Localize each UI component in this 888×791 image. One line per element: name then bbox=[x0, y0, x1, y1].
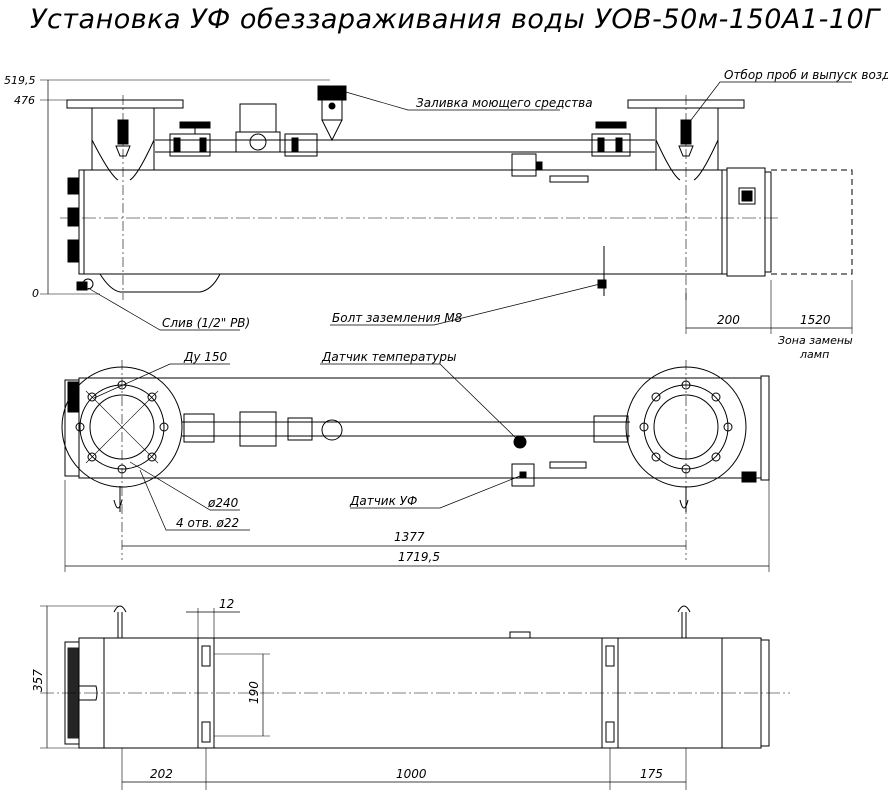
sample-valve-right-icon bbox=[678, 119, 694, 157]
annotations: 519,5 476 0 200 1520 Зона замены ламп За… bbox=[4, 68, 888, 781]
left-inlet-flange bbox=[66, 99, 184, 109]
label-uv-sensor: Датчик УФ bbox=[349, 494, 417, 508]
label-drain: Слив (1/2" РВ) bbox=[162, 316, 250, 330]
dim-190: 190 bbox=[247, 681, 261, 704]
front-view bbox=[40, 79, 853, 334]
label-flush-fill: Заливка моющего средства bbox=[416, 96, 593, 110]
pump-icon bbox=[235, 103, 281, 153]
pump-top-icon bbox=[239, 411, 277, 447]
dim-519-5: 519,5 bbox=[4, 74, 36, 87]
dim-d240: ø240 bbox=[207, 496, 239, 510]
electrical-box-icon bbox=[738, 187, 756, 205]
reactor-body-top bbox=[78, 377, 762, 479]
label-lamp-zone-1: Зона замены bbox=[778, 334, 853, 347]
reactor-body bbox=[78, 169, 728, 275]
valve-top-right-icon bbox=[593, 415, 629, 443]
top-view bbox=[61, 360, 770, 572]
connector-icons bbox=[67, 177, 80, 263]
label-holes: 4 отв. ø22 bbox=[176, 516, 239, 530]
uv-sensor-box bbox=[511, 463, 535, 487]
dim-1719-5: 1719,5 bbox=[398, 550, 440, 564]
fill-valve-icon bbox=[317, 85, 347, 142]
dim-1520: 1520 bbox=[800, 313, 831, 327]
dim-0: 0 bbox=[32, 287, 39, 300]
sample-valve-left-icon bbox=[115, 119, 131, 157]
dim-12: 12 bbox=[219, 597, 234, 611]
dim-1377: 1377 bbox=[394, 530, 425, 544]
ball-valve-center-icon bbox=[284, 133, 318, 157]
label-temp-sensor: Датчик температуры bbox=[321, 350, 456, 364]
lamp-cap bbox=[726, 167, 766, 277]
dim-200: 200 bbox=[717, 313, 740, 327]
label-du150: Ду 150 bbox=[183, 350, 228, 364]
label-sampling: Отбор проб и выпуск воздуха bbox=[724, 68, 888, 82]
bolt-holes-right bbox=[639, 380, 733, 474]
dim-202: 202 bbox=[150, 767, 173, 781]
dim-357: 357 bbox=[31, 669, 45, 692]
fill-port-top-icon bbox=[321, 419, 343, 441]
drawing-title: Установка УФ обеззараживания воды УОВ-50… bbox=[30, 4, 880, 35]
bracket-icon bbox=[549, 175, 589, 183]
ball-valve-left-icon bbox=[169, 121, 211, 157]
ball-valve-right-icon bbox=[591, 121, 631, 157]
dim-175: 175 bbox=[640, 767, 663, 781]
valve-top-left-icon bbox=[183, 413, 215, 443]
label-ground-bolt: Болт заземления М8 bbox=[332, 311, 463, 325]
label-lamp-zone-2: ламп bbox=[799, 348, 829, 361]
ground-bolt-icon bbox=[597, 279, 607, 289]
temp-sensor-box bbox=[511, 153, 537, 177]
side-view bbox=[40, 605, 790, 790]
dim-476: 476 bbox=[14, 94, 35, 107]
dim-1000: 1000 bbox=[396, 767, 427, 781]
